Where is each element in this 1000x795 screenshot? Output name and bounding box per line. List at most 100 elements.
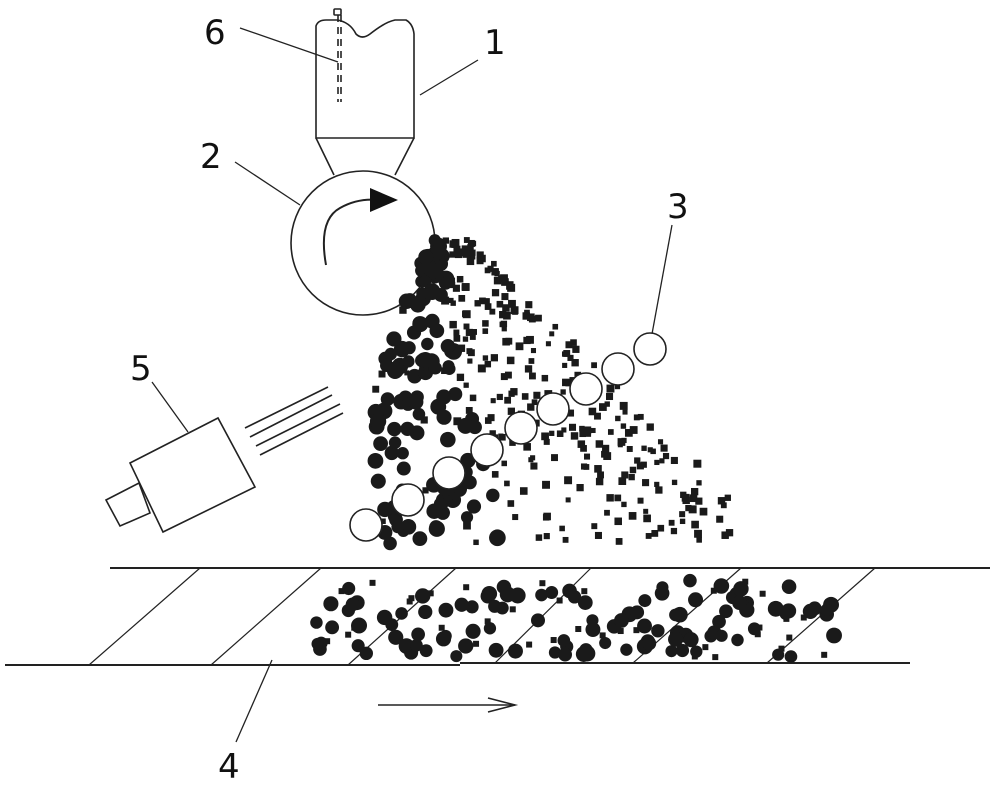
particle	[731, 633, 744, 647]
particle	[487, 414, 495, 422]
particle	[465, 623, 481, 639]
particle	[557, 634, 571, 647]
label-sensor: 6	[204, 13, 226, 53]
particle	[527, 403, 535, 411]
particle	[463, 584, 470, 591]
particle	[530, 348, 537, 354]
particle	[683, 573, 697, 588]
particle	[499, 321, 506, 328]
sorted-particle	[504, 411, 538, 445]
sorted-particle	[470, 433, 504, 467]
particle	[452, 284, 460, 292]
particle	[521, 393, 529, 400]
particle	[448, 387, 463, 402]
particle	[387, 421, 402, 437]
particle	[465, 328, 473, 336]
particle	[659, 458, 665, 464]
particle	[690, 487, 699, 496]
particle	[465, 406, 473, 414]
particle	[617, 628, 624, 635]
particle	[567, 590, 582, 604]
particle	[438, 276, 453, 290]
particle	[746, 606, 753, 613]
particle	[474, 300, 481, 307]
particle	[668, 519, 675, 526]
conveyor-particles	[310, 573, 842, 663]
particle	[483, 298, 490, 304]
particle	[400, 295, 413, 308]
particle	[496, 300, 504, 308]
particle	[669, 608, 682, 622]
particle	[588, 407, 597, 416]
particle	[418, 249, 434, 265]
particle	[396, 461, 411, 476]
particle	[359, 646, 373, 661]
particle	[571, 359, 579, 367]
particle	[545, 586, 559, 599]
particle	[545, 341, 551, 347]
particle	[486, 488, 500, 503]
particle	[402, 355, 415, 368]
particle	[438, 624, 445, 631]
particle	[716, 515, 724, 523]
particle	[387, 361, 405, 379]
particle	[550, 650, 557, 657]
particle	[628, 512, 637, 520]
particle	[767, 600, 784, 617]
particle	[549, 430, 555, 436]
particle	[645, 533, 652, 539]
particle	[399, 306, 407, 314]
particle	[388, 436, 402, 449]
particle	[556, 430, 564, 437]
label-sorted-particles: 3	[667, 187, 689, 227]
particle	[702, 644, 709, 651]
particle	[643, 514, 651, 523]
particle	[679, 511, 686, 518]
particle	[693, 459, 702, 468]
particle	[406, 598, 413, 605]
sorted-particle	[349, 508, 383, 542]
particle	[579, 425, 585, 432]
level-sensor	[333, 8, 342, 102]
particle	[724, 494, 731, 501]
particle	[457, 417, 474, 434]
particle	[568, 423, 577, 431]
particle	[415, 588, 431, 604]
particle	[577, 595, 593, 610]
particle	[542, 480, 550, 489]
particle	[552, 323, 559, 330]
particle	[507, 643, 523, 659]
particle	[484, 303, 492, 310]
particle	[530, 462, 538, 470]
particle	[626, 445, 633, 452]
particle	[481, 585, 498, 602]
particle	[383, 536, 397, 551]
particle	[369, 579, 376, 586]
particle	[689, 494, 698, 503]
particle	[562, 536, 569, 543]
particle	[526, 641, 533, 648]
particle	[594, 412, 601, 420]
particle	[594, 465, 602, 473]
particle	[351, 617, 368, 634]
particle	[657, 439, 664, 445]
particle	[490, 354, 498, 362]
particle	[448, 281, 456, 289]
particle	[679, 518, 686, 525]
particle	[651, 624, 665, 638]
particle	[535, 314, 542, 322]
particle	[496, 393, 503, 401]
particle	[655, 486, 663, 494]
particle	[501, 293, 509, 301]
particle	[370, 473, 386, 489]
particle	[781, 579, 797, 595]
particle	[599, 637, 612, 650]
particle	[604, 401, 610, 407]
particle	[637, 413, 644, 420]
particle	[535, 588, 548, 602]
particle	[345, 631, 352, 638]
particle	[717, 497, 726, 505]
particle	[467, 244, 474, 251]
camera	[104, 416, 257, 534]
particle	[533, 391, 541, 399]
